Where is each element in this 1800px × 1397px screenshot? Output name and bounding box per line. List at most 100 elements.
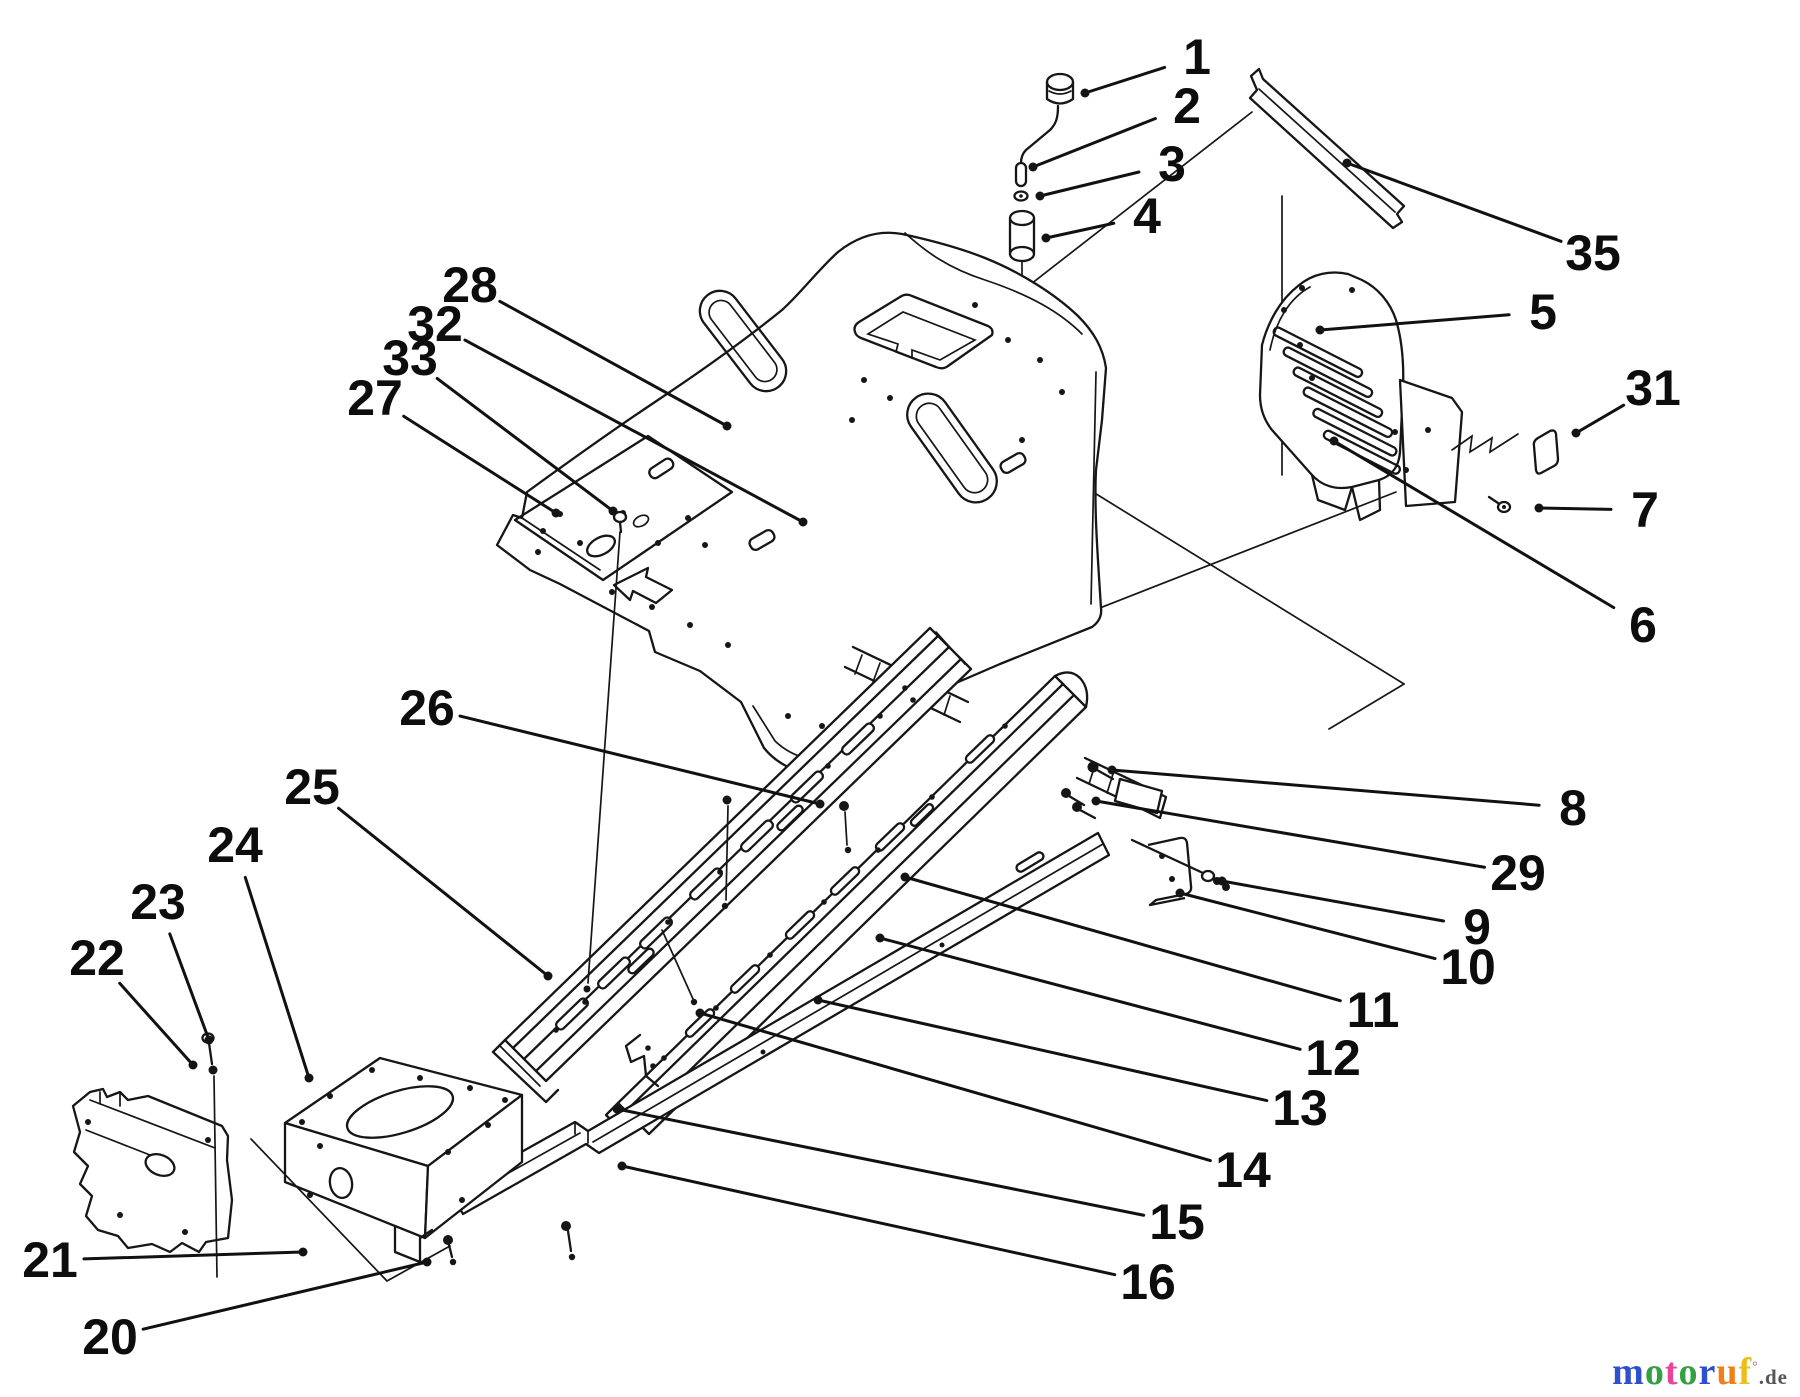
leader-line-29 bbox=[1094, 799, 1486, 869]
leader-line-8 bbox=[1110, 768, 1541, 807]
callout-24: 24 bbox=[207, 817, 263, 873]
callout-3: 3 bbox=[1158, 136, 1186, 192]
leader-line-2 bbox=[1031, 117, 1157, 169]
leader-dot-35 bbox=[1342, 158, 1352, 168]
body-mount-bolt-b bbox=[661, 801, 852, 1006]
callout-26: 26 bbox=[399, 680, 455, 736]
side-trim-strip bbox=[1248, 67, 1406, 230]
handle-cutout-left bbox=[698, 289, 788, 393]
seat-opening bbox=[853, 293, 994, 370]
leader-line-28 bbox=[498, 299, 729, 428]
mount-bolt-8 bbox=[1087, 761, 1164, 815]
callout-31: 31 bbox=[1625, 360, 1681, 416]
leader-dot-13 bbox=[813, 995, 823, 1005]
leader-line-22 bbox=[118, 981, 195, 1067]
leader-dot-24 bbox=[304, 1073, 314, 1083]
tray-bolt bbox=[443, 1235, 457, 1266]
logo-letter: f bbox=[1738, 1351, 1753, 1393]
floor-pan bbox=[513, 434, 734, 605]
leader-dot-15 bbox=[612, 1104, 622, 1114]
washer-part bbox=[1013, 190, 1029, 202]
leader-line-6 bbox=[1332, 439, 1616, 610]
leader-dot-1 bbox=[1080, 88, 1090, 98]
leader-line-9 bbox=[1220, 879, 1446, 923]
leader-dot-25 bbox=[543, 971, 553, 981]
leader-line-33 bbox=[435, 376, 615, 513]
leader-dot-7 bbox=[1534, 503, 1544, 513]
leader-line-1 bbox=[1083, 65, 1167, 95]
leader-dot-14 bbox=[695, 1008, 705, 1018]
callout-20: 20 bbox=[82, 1309, 138, 1365]
shoulder-screw bbox=[583, 510, 628, 993]
leader-line-32 bbox=[463, 338, 805, 524]
cap-part bbox=[1045, 72, 1075, 105]
leader-line-21 bbox=[82, 1250, 305, 1261]
logo-letter: o bbox=[1644, 1351, 1665, 1393]
callout-28: 28 bbox=[442, 257, 498, 313]
callout-15: 15 bbox=[1149, 1194, 1205, 1250]
strap-bolt bbox=[561, 1221, 576, 1261]
leader-dot-9 bbox=[1217, 876, 1227, 886]
callout-2: 2 bbox=[1173, 78, 1201, 134]
leader-dot-10 bbox=[1175, 888, 1185, 898]
leader-line-15 bbox=[615, 1107, 1146, 1217]
leader-dot-28 bbox=[722, 421, 732, 431]
callout-14: 14 bbox=[1215, 1142, 1271, 1198]
leader-dot-23 bbox=[204, 1035, 214, 1045]
leader-dot-2 bbox=[1028, 162, 1038, 172]
leader-dot-26 bbox=[815, 799, 825, 809]
frame-rail-left bbox=[491, 626, 973, 1104]
callout-11: 11 bbox=[1347, 982, 1400, 1038]
leader-dot-32 bbox=[798, 517, 808, 527]
leader-line-13 bbox=[816, 998, 1269, 1103]
callout-10: 10 bbox=[1440, 939, 1496, 995]
decal-label bbox=[1532, 429, 1560, 475]
logo-letter: t bbox=[1664, 1351, 1679, 1393]
leader-line-31 bbox=[1574, 403, 1626, 435]
callout-22: 22 bbox=[69, 930, 125, 986]
callout-9: 9 bbox=[1463, 899, 1491, 955]
logo-letter: m bbox=[1612, 1351, 1645, 1393]
carriage-bolts bbox=[1061, 788, 1097, 820]
callout-5: 5 bbox=[1529, 284, 1557, 340]
callout-35: 35 bbox=[1565, 225, 1621, 281]
leader-dot-20 bbox=[422, 1257, 432, 1267]
trademark-mark: ° bbox=[1752, 1359, 1759, 1375]
callout-33: 33 bbox=[382, 330, 438, 386]
tractor-body-shell bbox=[495, 231, 1108, 776]
leader-line-27 bbox=[402, 414, 558, 515]
leader-dot-11 bbox=[900, 872, 910, 882]
leader-line-12 bbox=[878, 936, 1302, 1051]
callout-4: 4 bbox=[1133, 188, 1161, 244]
callout-6: 6 bbox=[1629, 597, 1657, 653]
callout-27: 27 bbox=[347, 370, 403, 426]
battery-tray bbox=[283, 1056, 524, 1264]
leader-dot-22 bbox=[188, 1060, 198, 1070]
leader-dot-5 bbox=[1315, 325, 1325, 335]
leader-dot-29 bbox=[1091, 796, 1101, 806]
leader-line-10 bbox=[1178, 891, 1437, 961]
callout-29: 29 bbox=[1490, 845, 1546, 901]
leader-line-24 bbox=[243, 875, 311, 1080]
callout-21: 21 bbox=[22, 1232, 78, 1288]
leader-dot-31 bbox=[1571, 428, 1581, 438]
leader-line-20 bbox=[141, 1260, 429, 1331]
dash-support-bracket bbox=[71, 1087, 234, 1254]
callout-23: 23 bbox=[130, 874, 186, 930]
logo-letter: u bbox=[1716, 1351, 1739, 1393]
leader-line-23 bbox=[168, 932, 211, 1042]
leader-dot-3 bbox=[1035, 191, 1045, 201]
callout-1: 1 bbox=[1183, 29, 1211, 85]
wire-link-part bbox=[1014, 104, 1060, 188]
logo-letter: o bbox=[1678, 1351, 1699, 1393]
callout-labels: 1234355317682991011121314151620212223242… bbox=[22, 29, 1681, 1365]
leader-line-14 bbox=[698, 1011, 1212, 1163]
leader-dot-27 bbox=[551, 508, 561, 518]
callout-12: 12 bbox=[1305, 1030, 1361, 1086]
callout-25: 25 bbox=[284, 759, 340, 815]
clip-wire bbox=[1451, 433, 1519, 454]
leader-lines bbox=[82, 65, 1626, 1331]
callout-13: 13 bbox=[1272, 1080, 1328, 1136]
